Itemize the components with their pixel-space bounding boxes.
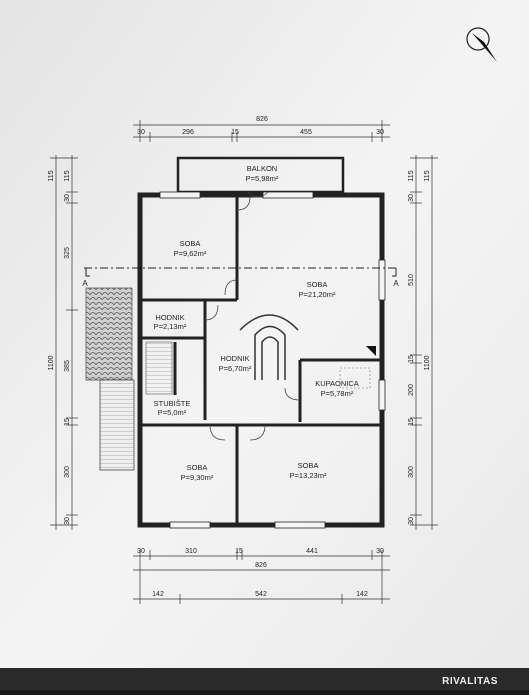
chimney-shaft [239, 314, 299, 380]
top-dimension-lines [133, 120, 390, 142]
dim-top-part-1: 30 [137, 129, 145, 136]
dark-bottom-edge [0, 668, 529, 690]
room-hodnik2-name: HODNIK [220, 354, 249, 363]
room-stubiste-area: P=5,0m² [158, 408, 187, 417]
bottom-dimension-lines [133, 550, 390, 604]
dim-right-part-5: 200 [408, 384, 415, 396]
dim-right-part-7: 300 [408, 466, 415, 478]
room-balkon-name: BALKON [247, 164, 277, 173]
windows [159, 191, 386, 529]
dim-left-part-6: 300 [64, 466, 71, 478]
room-soba1-area: P=9,62m² [174, 249, 207, 258]
dim-right-part-8: 30 [408, 517, 415, 525]
dim-top-part-3: 15 [231, 129, 239, 136]
section-mark-right: A [393, 279, 399, 288]
watermark: RIVALITAS [442, 676, 498, 687]
room-stubiste-name: STUBIŠTE [154, 399, 191, 408]
room-soba4-area: P=13,23m² [290, 471, 327, 480]
door-swings [204, 191, 301, 441]
outer-walls [137, 192, 385, 528]
room-kupaonica-area: P=5,78m² [321, 389, 354, 398]
room-soba2-name: SOBA [307, 280, 328, 289]
dim-right-part-4: 15 [408, 355, 415, 363]
roof-tiles [85, 287, 133, 381]
dim-right-total: 1100 [424, 355, 431, 370]
dim-left-part-3: 325 [64, 247, 71, 259]
balcony-outline [176, 156, 345, 194]
dim-right-part-3: 510 [408, 274, 415, 286]
bathroom-fixture-icon [366, 346, 376, 356]
internal-stair [145, 341, 173, 395]
dim-left-part-4: 385 [64, 360, 71, 372]
room-kupaonica-name: KUPAONICA [315, 379, 359, 388]
dim-bottom-offset-3: 142 [356, 591, 368, 598]
dim-bottom-part-1: 30 [137, 548, 145, 555]
room-soba1-name: SOBA [180, 239, 201, 248]
north-arrow-icon [466, 27, 497, 62]
section-arrow-left [85, 268, 90, 277]
left-dimension-lines [50, 155, 78, 530]
right-dimension-lines [410, 155, 438, 530]
dim-bottom-part-4: 441 [306, 548, 318, 555]
dim-left-total: 1100 [48, 355, 55, 370]
dim-bottom-part-3: 15 [235, 548, 243, 555]
dim-bottom-part-2: 310 [185, 548, 197, 555]
bathroom-tub [339, 367, 371, 389]
dim-left-part-1: 115 [64, 170, 71, 181]
room-soba2-area: P=21,20m² [299, 290, 336, 299]
dim-top-part-4: 455 [300, 129, 312, 136]
dim-left-part-2: 30 [64, 194, 71, 202]
dim-top-part-5: 30 [376, 129, 384, 136]
section-arrow-right [392, 268, 397, 277]
room-balkon-area: P=5,98m² [246, 174, 279, 183]
dim-bottom-total: 826 [255, 562, 267, 569]
dim-left-part-7: 30 [64, 517, 71, 525]
dim-left-top: 115 [48, 170, 55, 181]
dim-top-total: 826 [256, 116, 268, 123]
dim-bottom-offset-1: 142 [152, 591, 164, 598]
room-hodnik1-area: P=2,13m² [154, 322, 187, 331]
section-mark-left: A [82, 279, 88, 288]
dim-top-part-2: 296 [182, 129, 194, 136]
room-hodnik2-area: P=6,70m² [219, 364, 252, 373]
room-soba3-area: P=9,30m² [181, 473, 214, 482]
dim-right-part-1: 115 [408, 170, 415, 181]
dim-bottom-part-5: 30 [376, 548, 384, 555]
dim-left-part-5: 15 [64, 418, 71, 426]
dim-right-part-6: 15 [408, 418, 415, 426]
room-soba4-name: SOBA [298, 461, 319, 470]
dim-right-top: 115 [424, 170, 431, 181]
dim-right-part-2: 30 [408, 194, 415, 202]
room-soba3-name: SOBA [187, 463, 208, 472]
room-hodnik1-name: HODNIK [155, 313, 184, 322]
dim-bottom-offset-2: 542 [255, 591, 267, 598]
